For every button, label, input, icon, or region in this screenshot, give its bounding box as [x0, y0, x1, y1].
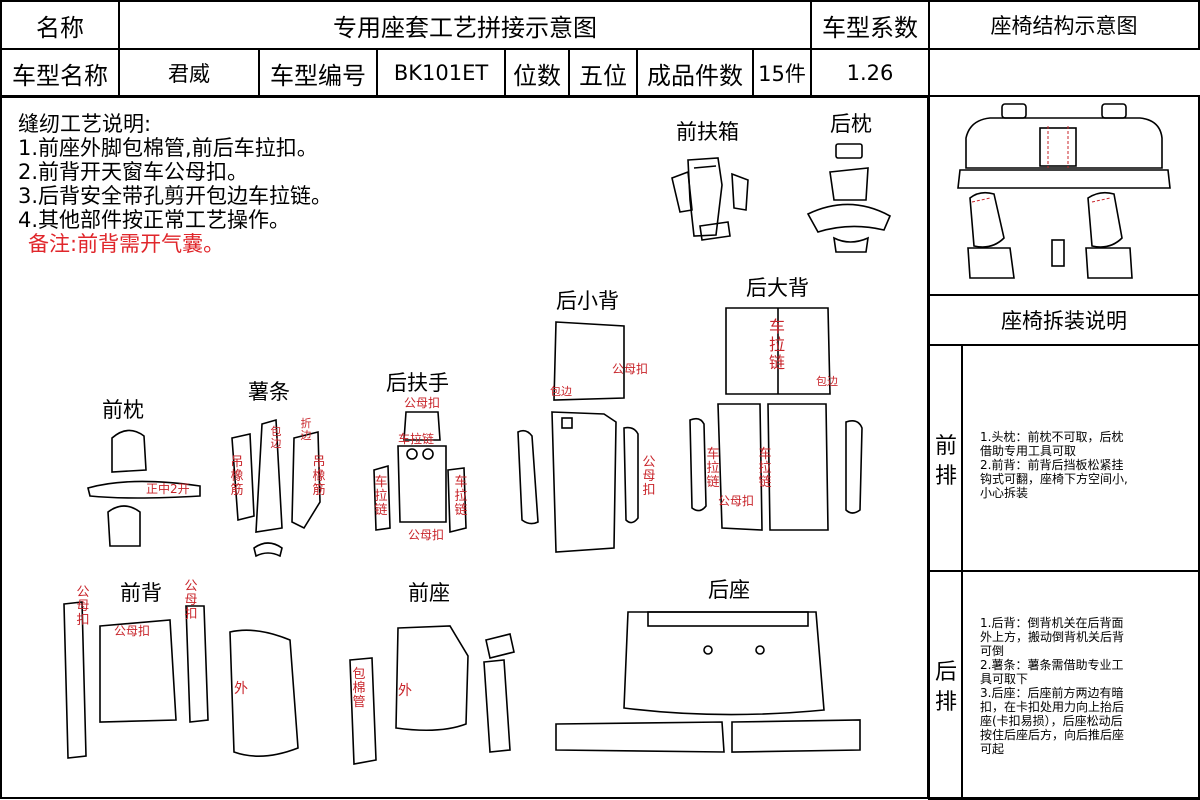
front-seat-pieces: [349, 625, 515, 765]
anno-zip-big-left: 车拉链: [706, 447, 720, 490]
rear-row-text: 1.后背：倒背机关在后背面 外上方，搬动倒背机关后背 可倒 2.薯条：薯条需借助…: [980, 616, 1124, 756]
anno-snap-front-back: 公母扣: [114, 624, 151, 638]
front-text-line-1: 1.头枕：前枕不可取，后枕: [980, 430, 1124, 444]
rear-text-line-1: 1.后背：倒背机关在后背面: [980, 616, 1124, 630]
anno-rear-big-zip: 车拉链: [768, 317, 785, 372]
coef-label: 车型系数: [810, 0, 930, 50]
pieces-label: 成品件数: [636, 48, 754, 98]
label-rear-seat: 后座: [708, 578, 750, 602]
label-rear-big-back: 后大背: [746, 276, 809, 300]
seats-label: 位数: [504, 48, 570, 98]
rear-small-back-pieces: [517, 321, 639, 553]
anno-zip-armrest-left: 车拉链: [374, 475, 388, 518]
rear-armrest-pieces: [373, 411, 467, 534]
front-text-line-4: 钩式可翻，座椅下方空间小,: [980, 472, 1128, 486]
anno-front-headrest-open: 正中2开: [146, 482, 190, 496]
anno-snap-front-back-right: 公母扣: [184, 579, 198, 622]
disassembly-title: 座椅拆装说明: [928, 294, 1200, 346]
seat-structure-diagram: [930, 98, 1198, 294]
label-front-armrest-box: 前扶箱: [676, 120, 739, 144]
front-headrest-pieces: [87, 429, 201, 547]
front-row-label: 前排: [934, 434, 957, 489]
anno-zip-armrest: 车拉链: [398, 432, 435, 446]
front-row-section: 前排 1.头枕：前枕不可取，后枕 借助专用工具可取 2.前背：前背后挡板松紧挂 …: [928, 344, 1200, 572]
anno-snap-front-back-left: 公母扣: [76, 585, 90, 628]
rear-text-line-10: 可起: [980, 742, 1005, 756]
anno-outer-front-seat: 外: [398, 683, 412, 699]
sewing-notes: 缝纫工艺说明: 1.前座外脚包棉管,前后车拉扣。 2.前背开天窗车公母扣。 3.…: [18, 112, 332, 256]
rear-big-back-pieces: [689, 307, 863, 531]
label-rear-headrest: 后枕: [830, 112, 872, 136]
seat-structure-svg: [957, 103, 1171, 279]
rear-seat-pieces: [555, 611, 861, 753]
bolster-pieces: [231, 418, 321, 558]
anno-outer-front-back: 外: [234, 681, 248, 697]
anno-hang-rubber-left: 吊橡筋: [230, 455, 244, 498]
front-armrest-box-pieces: [671, 157, 749, 241]
anno-side-edge: 包边: [816, 375, 838, 388]
front-text-line-5: 小心拆装: [980, 486, 1029, 500]
label-rear-armrest: 后扶手: [386, 371, 449, 395]
notes-item-3: 3.后背安全带孔剪开包边车拉链。: [18, 184, 333, 208]
label-front-back: 前背: [120, 581, 162, 605]
anno-cotton-tube: 包棉管: [352, 667, 366, 710]
front-row-divider: [961, 346, 963, 570]
label-front-headrest: 前枕: [102, 398, 144, 422]
rear-text-line-7: 扣，在卡扣处用力向上抬后: [980, 700, 1125, 714]
front-row-text: 1.头枕：前枕不可取，后枕 借助专用工具可取 2.前背：前背后挡板松紧挂 钩式可…: [980, 430, 1128, 500]
anno-fold-edge: 折边: [300, 417, 312, 442]
anno-edge-tuck: 包边: [550, 385, 572, 398]
rear-text-line-8: 座(卡扣易损），后座松动后: [980, 714, 1123, 728]
anno-hang-rubber-right: 吊橡筋: [312, 455, 326, 498]
front-text-line-2: 借助专用工具可取: [980, 444, 1077, 458]
anno-snap-vertical-small: 公母扣: [642, 455, 656, 498]
structure-title: 座椅结构示意图: [928, 0, 1200, 50]
rear-text-line-6: 3.后座：后座前方两边有暗: [980, 686, 1124, 700]
notes-item-4: 4.其他部件按正常工艺操作。: [18, 208, 291, 232]
rear-row-section: 后排 1.后背：倒背机关在后背面 外上方，搬动倒背机关后背 可倒 2.薯条：薯条…: [928, 570, 1200, 800]
anno-side-edge-bolster: 包边: [270, 425, 282, 450]
anno-zip-armrest-right: 车拉链: [454, 475, 468, 518]
notes-item-2: 2.前背开天窗车公母扣。: [18, 160, 249, 184]
rear-text-line-4: 2.薯条：薯条需借助专业工: [980, 658, 1124, 672]
anno-snap-rear-small: 公母扣: [612, 362, 649, 376]
pattern-pieces: [63, 143, 892, 765]
notes-title: 缝纫工艺说明:: [18, 112, 152, 136]
anno-snap-big-back: 公母扣: [718, 494, 755, 508]
rear-text-line-3: 可倒: [980, 644, 1005, 658]
label-front-seat: 前座: [408, 581, 450, 605]
rear-row-label: 后排: [934, 660, 957, 715]
rear-text-line-9: 按住后座后方，向后推后座: [980, 728, 1125, 742]
notes-remark: 备注:前背需开气囊。: [28, 232, 225, 256]
rear-text-line-2: 外上方，搬动倒背机关后背: [980, 630, 1125, 644]
anno-snap-armrest-bottom: 公母扣: [408, 528, 445, 542]
anno-snap-armrest: 公母扣: [404, 396, 441, 410]
rear-headrest-pieces: [806, 143, 892, 253]
rear-text-line-5: 具可取下: [980, 672, 1029, 686]
front-back-pieces: [63, 601, 299, 759]
anno-zip-big-right: 车拉链: [758, 447, 772, 490]
rear-row-divider: [961, 572, 963, 798]
notes-item-1: 1.前座外脚包棉管,前后车拉扣。: [18, 136, 318, 160]
front-text-line-3: 2.前背：前背后挡板松紧挂: [980, 458, 1124, 472]
label-bolster: 薯条: [248, 380, 290, 404]
model-name: 君威: [118, 48, 260, 98]
label-rear-small-back: 后小背: [556, 289, 619, 313]
